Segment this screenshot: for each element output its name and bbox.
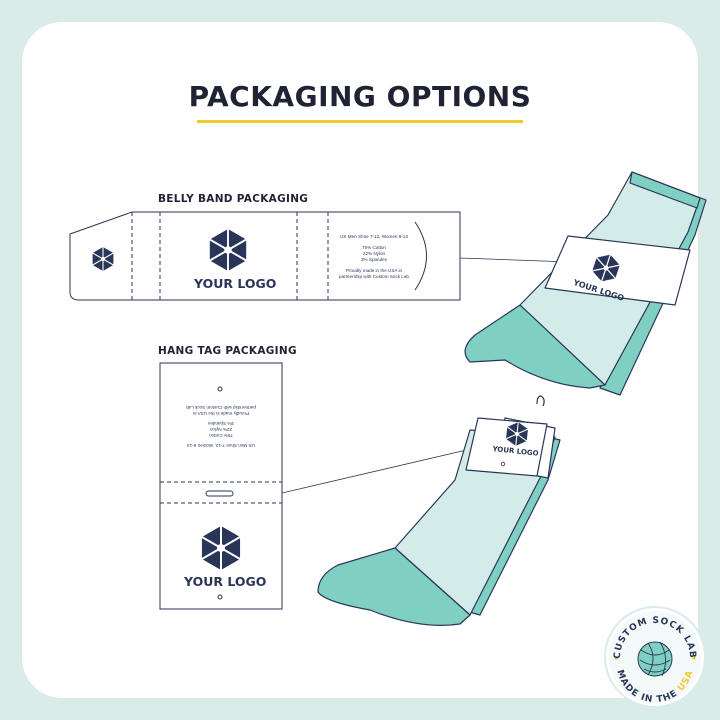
hang-tag-connector [281,447,476,494]
hang-tag-logo-text: YOUR LOGO [184,574,267,589]
sock-with-hang-tag [317,395,561,626]
belly-band-made-line2: partnership with Custom Sock Lab [339,274,409,279]
hang-tag-cotton: 75% Cotton [209,433,234,438]
belly-band-size: US Men Shoe 7-12, Women 6-13 [340,234,408,239]
belly-band-nylon: 22% Nylon [362,251,386,256]
hang-tag-made-line1: Proudly made in the USA in [192,411,250,416]
belly-band-info: US Men Shoe 7-12, Women 6-13 75% Cotton … [336,234,412,280]
belly-band-template [69,211,461,301]
belly-band-logo-text: YOUR LOGO [194,276,277,291]
belly-band-connector [459,257,571,263]
hang-tag-nylon: 22% Nylon [209,427,233,432]
hang-tag-label: HANG TAG PACKAGING [158,345,297,357]
page-title: PACKAGING OPTIONS [188,80,532,113]
hang-tag-made-line2: partnership with Custom Sock Lab [186,405,256,410]
hang-tag-size: US Men Shoe 7-12, Women 6-13 [187,443,255,448]
belly-band-label: BELLY BAND PACKAGING [158,193,309,205]
title-underline [197,120,523,123]
belly-band-spandex: 3% Spandex [360,257,388,262]
hang-tag-template [159,362,283,610]
hang-tag-info: US Men Shoe 7-12, Women 6-13 75% Cotton … [183,404,259,448]
hang-tag-spandex: 3% Spandex [207,421,235,426]
made-in-usa-badge: CUSTOM SOCK LAB MADE IN THE USA [604,606,706,708]
belly-band-made-line1: Proudly made in the USA in [345,268,403,273]
belly-band-cotton: 75% Cotton [361,245,386,250]
